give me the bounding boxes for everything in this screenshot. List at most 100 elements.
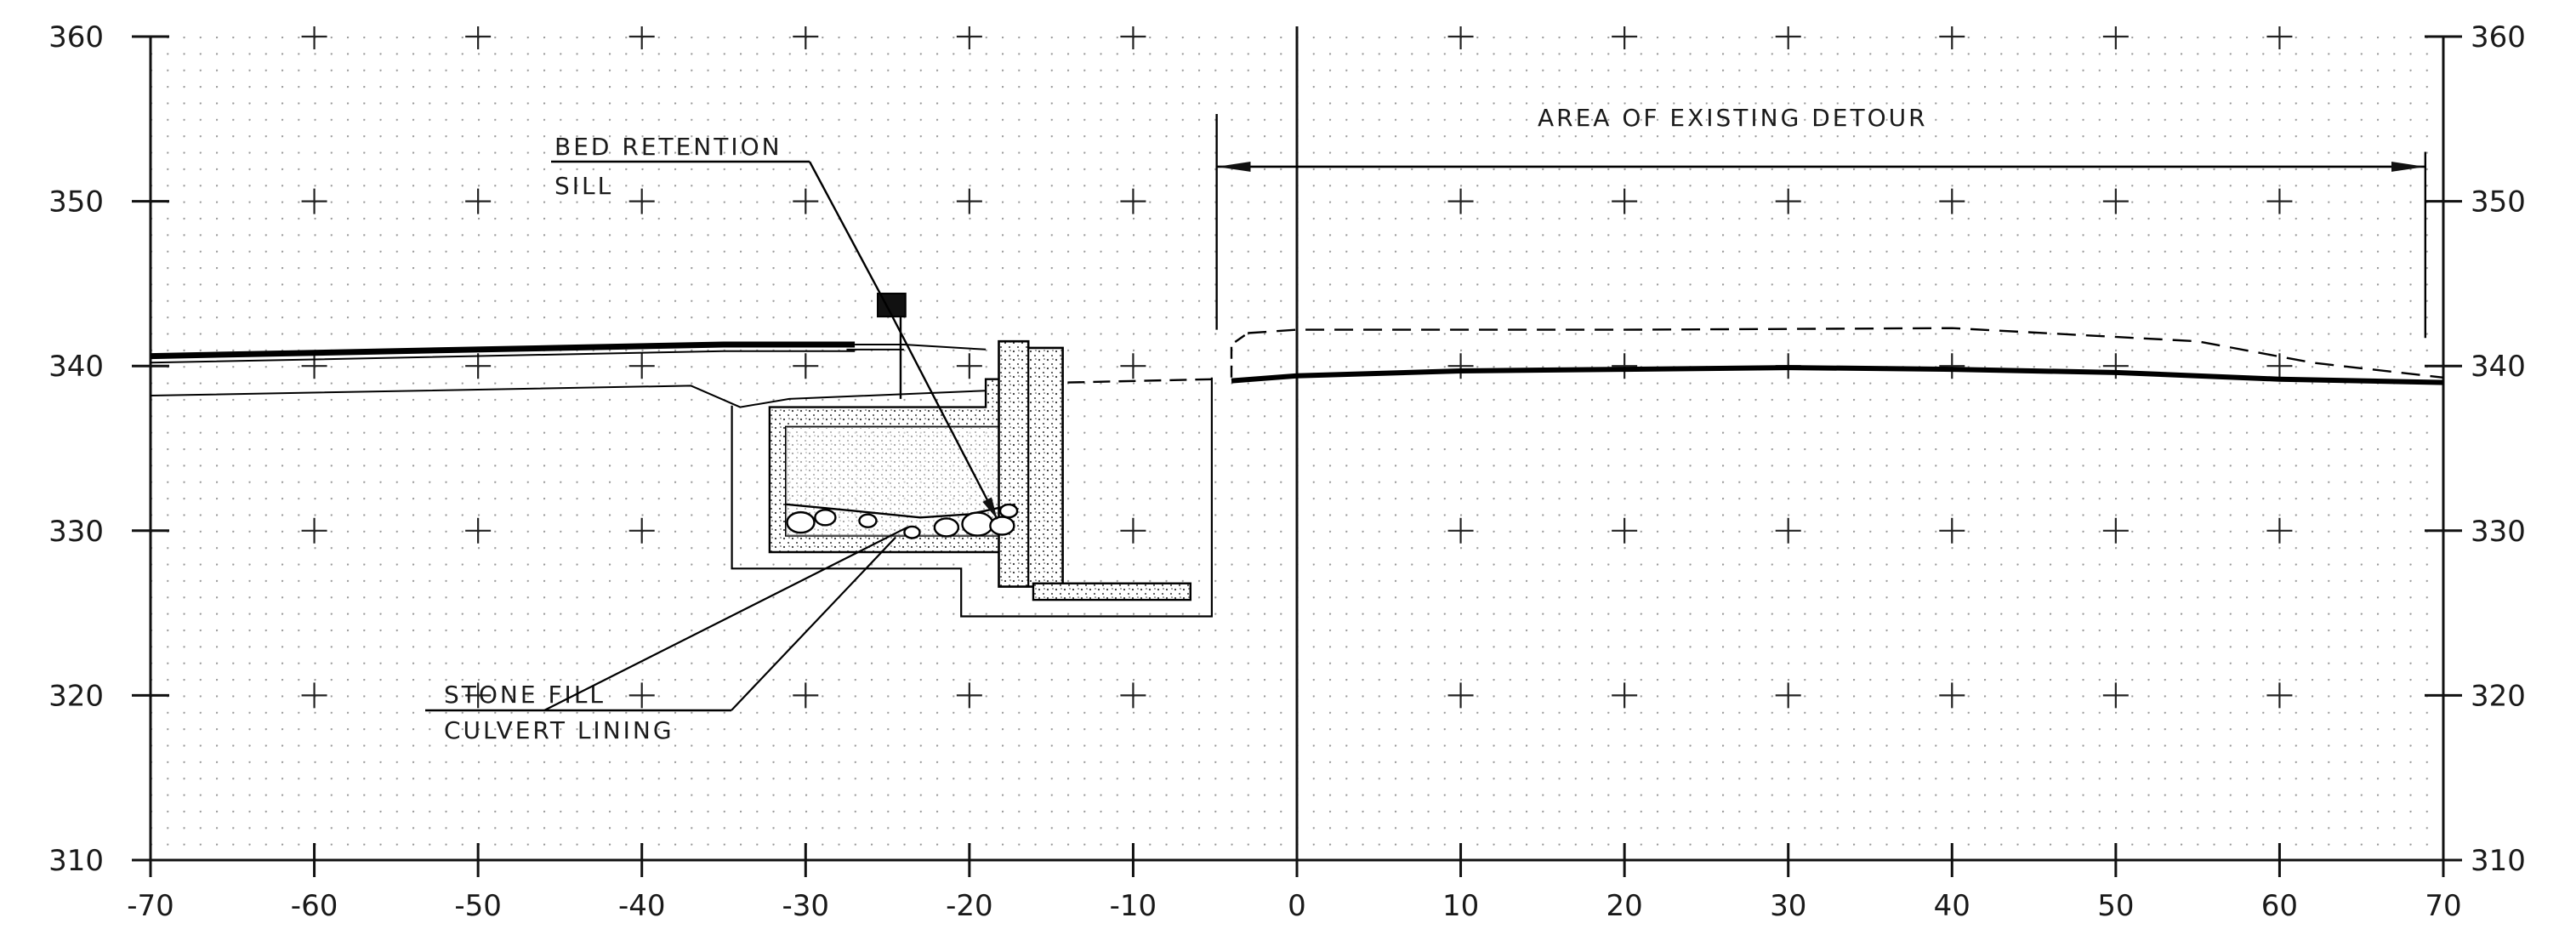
grid-cross-marker [956, 188, 982, 214]
y-tick-label-left: 360 [48, 20, 104, 54]
grid-cross-marker [465, 26, 492, 49]
x-tick-label: -40 [618, 889, 666, 923]
grid-cross-marker [628, 26, 655, 49]
x-tick-label: 60 [2261, 889, 2298, 923]
culvert-structure [731, 293, 1214, 618]
stone [933, 517, 960, 538]
x-tick-label: -30 [782, 889, 830, 923]
y-tick-label-right: 360 [2471, 20, 2526, 54]
x-tick-label: 20 [1606, 889, 1643, 923]
y-tick-label-right: 320 [2471, 679, 2526, 713]
stone-fill-label-line2: CULVERT LINING [444, 716, 674, 744]
footing-slab [1032, 582, 1192, 601]
grid-cross-marker [301, 188, 327, 214]
x-tick-label: -50 [454, 889, 502, 923]
grid-cross-marker [2266, 353, 2293, 379]
grid-cross-marker [1447, 26, 1474, 49]
grid-cross-marker [1447, 353, 1474, 379]
stone [858, 513, 878, 528]
grid-cross-marker [1447, 517, 1474, 544]
bed-retention-label-line2: SILL [554, 172, 613, 200]
x-tick-label: -70 [127, 889, 174, 923]
x-tick-label: 50 [2097, 889, 2134, 923]
grid-cross-marker [793, 188, 819, 214]
stone-fill-leader [731, 536, 896, 711]
subgrade-line [150, 385, 987, 408]
grid-cross-marker [1612, 353, 1638, 379]
grid-cross-marker [628, 188, 655, 214]
x-tick-label: 0 [1288, 889, 1306, 923]
detour-ground-line [1231, 365, 2444, 385]
y-tick-label-right: 340 [2471, 350, 2526, 384]
grid-cross-marker [1775, 682, 1801, 709]
grid-cross-marker [2102, 517, 2129, 544]
bed-retention-arrow [891, 316, 998, 520]
grid-cross-marker [2266, 682, 2293, 709]
grid-cross-marker [1120, 517, 1146, 544]
pavement-to-wall-line [855, 344, 987, 351]
grid-cross-marker [1939, 188, 1965, 214]
grid-cross-marker [1120, 26, 1146, 49]
excavation-outline [731, 377, 1214, 618]
stone [903, 525, 921, 539]
culvert-lining-leader [543, 526, 908, 711]
grid-cross-marker [301, 682, 327, 709]
stone [998, 503, 1019, 519]
y-tick-label-right: 310 [2471, 844, 2526, 878]
proposed-grade-tie-in [1230, 332, 1248, 378]
grid-cross-marker [1120, 188, 1146, 214]
grid-cross-marker [1447, 188, 1474, 214]
x-tick-label: 10 [1442, 889, 1479, 923]
grid-cross-marker [956, 353, 982, 379]
x-tick-label: 70 [2425, 889, 2461, 923]
x-tick-label: 30 [1770, 889, 1806, 923]
grid-cross-marker [1775, 517, 1801, 544]
grid-cross-marker [793, 26, 819, 49]
grid-cross-marker [1775, 26, 1801, 49]
grid-cross-marker [2266, 188, 2293, 214]
bed-retention-leader [808, 161, 894, 317]
y-tick-label-left: 310 [48, 844, 104, 878]
grid-cross-marker [465, 353, 492, 379]
grid-cross-marker [1939, 682, 1965, 709]
grid-cross-marker [956, 682, 982, 709]
grid-cross-marker [628, 682, 655, 709]
grid-cross-marker [465, 188, 492, 214]
grid-cross-marker [2102, 188, 2129, 214]
grid-cross-marker [465, 517, 492, 544]
y-tick-label-left: 340 [48, 350, 104, 384]
profile-layer [150, 327, 2444, 408]
stone-fill-label-line1: STONE FILL [444, 681, 606, 709]
grid-cross-marker [1120, 353, 1146, 379]
y-tick-label-left: 320 [48, 679, 104, 713]
grid-cross-marker [2102, 26, 2129, 49]
stone [786, 510, 816, 534]
existing-pavement-line [150, 341, 856, 360]
annotation-layer: BED RETENTION SILL STONE FILL CULVERT LI… [425, 104, 2427, 744]
grid-cross-marker [2266, 26, 2293, 49]
x-tick-label: 40 [1934, 889, 1970, 923]
grid-cross-marker [1120, 682, 1146, 709]
grid-cross-marker [1612, 26, 1638, 49]
grid-cross-marker [628, 353, 655, 379]
proposed-grade-dashed-line [1248, 327, 2444, 379]
grid-cross-marker [301, 26, 327, 49]
detour-area-label: AREA OF EXISTING DETOUR [1538, 104, 1928, 132]
grid-cross-marker [1939, 517, 1965, 544]
headwall [998, 339, 1064, 588]
x-tick-label: -10 [1110, 889, 1157, 923]
grid-cross-marker [1939, 353, 1965, 379]
stone [961, 511, 994, 537]
stone [989, 516, 1015, 536]
y-tick-label-left: 330 [48, 515, 104, 549]
grid-cross-marker [301, 517, 327, 544]
grid-cross-marker [628, 517, 655, 544]
existing-pavement-lower-edge [150, 350, 856, 364]
bed-retention-label-line1: BED RETENTION [554, 133, 782, 161]
stone [814, 509, 837, 527]
grid-cross-marker [1612, 188, 1638, 214]
grid-cross-marker [1939, 26, 1965, 49]
grid-cross-marker [1775, 188, 1801, 214]
